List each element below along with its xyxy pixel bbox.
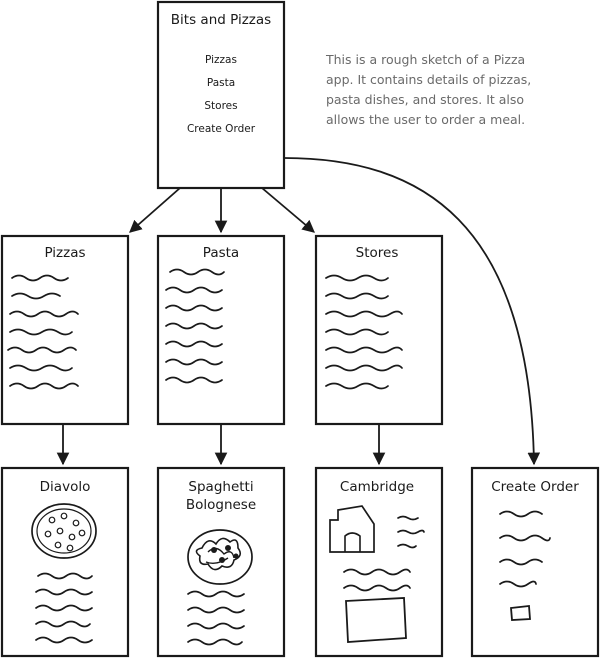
submit-order-button[interactable] <box>510 605 531 621</box>
cambridge-detail-screen: Cambridge <box>314 466 444 658</box>
store-map-icon[interactable] <box>345 597 407 643</box>
note-line-1: This is a rough sketch of a Pizza <box>325 52 525 67</box>
info-line <box>397 529 425 535</box>
list-item[interactable] <box>325 382 389 390</box>
list-item[interactable] <box>11 274 69 282</box>
list-item[interactable] <box>165 286 223 294</box>
list-item[interactable] <box>165 322 223 330</box>
info-line <box>397 515 419 521</box>
pasta-list-items[interactable] <box>165 268 225 384</box>
pizzas-list-items[interactable] <box>7 274 79 390</box>
arrow-home-to-create-order <box>283 157 541 466</box>
address-line <box>343 584 411 592</box>
info-line <box>397 543 417 549</box>
list-item[interactable] <box>169 268 225 276</box>
menu-item-create-order[interactable]: Create Order <box>187 123 256 135</box>
arrow-home-to-stores <box>261 187 315 233</box>
stores-list-title: Stores <box>356 245 399 261</box>
cambridge-detail-frame <box>314 466 444 658</box>
address-line <box>343 568 411 576</box>
home-screen: Bits and Pizzas Pizzas Pasta Stores Crea… <box>156 0 286 190</box>
form-field[interactable] <box>499 510 543 518</box>
list-item[interactable] <box>325 328 389 336</box>
description-line <box>187 622 245 630</box>
pizza-icon <box>31 503 97 559</box>
description-line <box>35 620 91 628</box>
spaghetti-title-line-1: Spaghetti <box>188 479 253 495</box>
pasta-list-title: Pasta <box>203 245 239 261</box>
menu-item-pizzas[interactable]: Pizzas <box>205 54 237 66</box>
connectors <box>56 157 541 466</box>
diavolo-detail-frame <box>0 466 130 658</box>
list-item[interactable] <box>165 340 223 348</box>
order-form-fields[interactable] <box>499 510 551 588</box>
description-line <box>35 604 93 612</box>
menu-item-pasta[interactable]: Pasta <box>207 77 235 89</box>
create-order-frame <box>470 466 600 658</box>
cambridge-title: Cambridge <box>340 479 414 495</box>
stores-list-screen: Stores <box>314 234 444 426</box>
list-item[interactable] <box>325 310 403 318</box>
list-item[interactable] <box>325 346 403 354</box>
stores-list-items[interactable] <box>325 274 403 390</box>
list-item[interactable] <box>9 382 79 390</box>
description-line <box>37 572 93 580</box>
arrow-home-to-pizzas <box>129 187 181 233</box>
create-order-screen: Create Order <box>470 466 600 658</box>
list-item[interactable] <box>7 346 77 354</box>
store-building-icon <box>329 505 375 553</box>
description-line <box>35 636 93 644</box>
list-item[interactable] <box>165 358 223 366</box>
home-title: Bits and Pizzas <box>171 12 271 28</box>
pasta-list-screen: Pasta <box>156 234 286 426</box>
diavolo-title: Diavolo <box>40 479 91 495</box>
spaghetti-icon <box>187 529 253 585</box>
description-line <box>187 590 245 598</box>
description-line <box>35 588 93 596</box>
sketch-note: This is a rough sketch of a Pizza app. I… <box>325 52 531 127</box>
list-item[interactable] <box>165 376 223 384</box>
pasta-description <box>187 590 245 646</box>
list-item[interactable] <box>11 292 61 300</box>
form-field[interactable] <box>499 534 551 542</box>
store-info <box>343 515 425 592</box>
list-item[interactable] <box>325 292 389 300</box>
list-item[interactable] <box>9 310 79 318</box>
spaghetti-detail-screen: Spaghetti Bolognese <box>156 466 286 658</box>
pizzas-list-screen: Pizzas <box>0 234 130 426</box>
list-item[interactable] <box>165 304 223 312</box>
note-line-2: app. It contains details of pizzas, <box>326 72 531 87</box>
pasta-list-frame <box>156 234 286 426</box>
home-screen-frame <box>156 0 286 190</box>
pizzas-list-title: Pizzas <box>44 245 85 261</box>
create-order-title: Create Order <box>491 479 579 495</box>
note-line-3: pasta dishes, and stores. It also <box>326 92 524 107</box>
description-line <box>187 606 245 614</box>
spaghetti-title-line-2: Bolognese <box>186 497 256 513</box>
list-item[interactable] <box>9 328 73 336</box>
description-line <box>187 638 243 646</box>
list-item[interactable] <box>325 364 403 372</box>
form-field[interactable] <box>499 580 537 588</box>
pizza-description <box>35 572 93 644</box>
note-line-4: allows the user to order a meal. <box>326 112 525 127</box>
diavolo-detail-screen: Diavolo <box>0 466 130 658</box>
menu-item-stores[interactable]: Stores <box>204 100 237 112</box>
list-item[interactable] <box>325 274 389 282</box>
list-item[interactable] <box>9 364 73 372</box>
form-field[interactable] <box>499 558 543 566</box>
